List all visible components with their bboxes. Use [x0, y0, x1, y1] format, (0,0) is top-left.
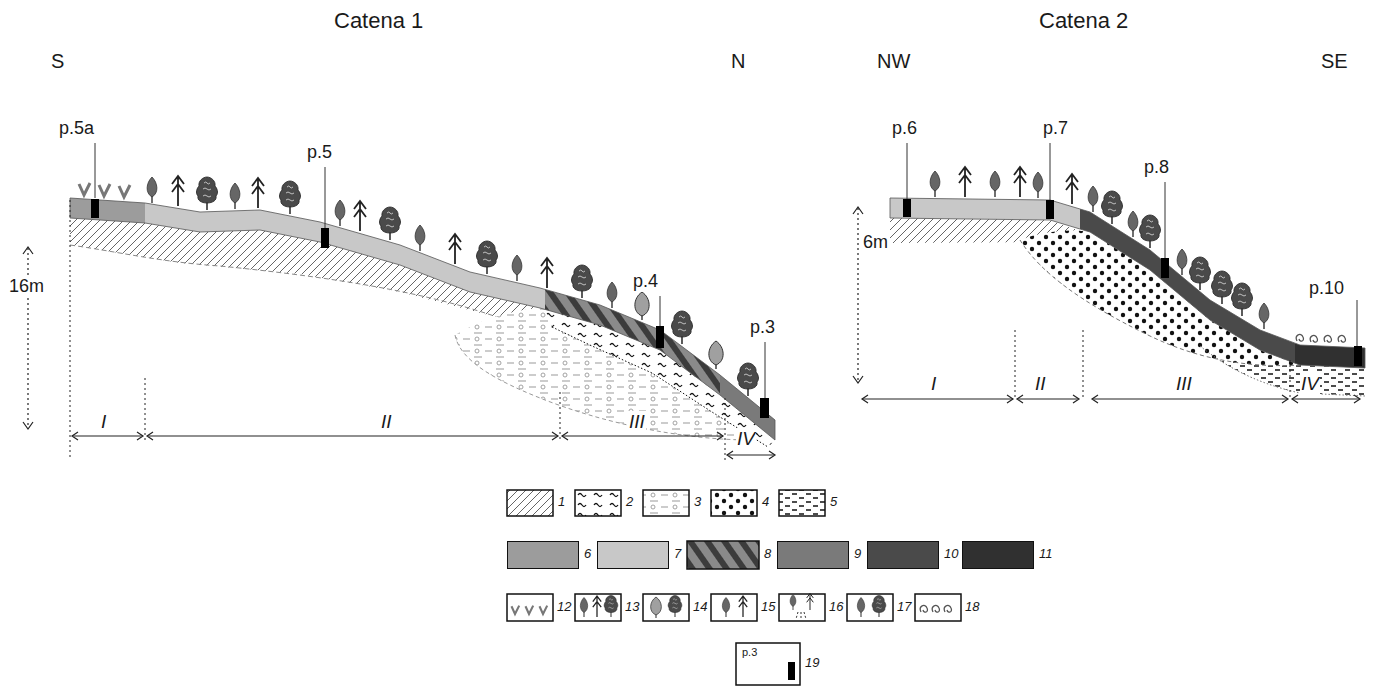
scale-label: 16m [8, 276, 45, 297]
zone-number: IV [1300, 373, 1320, 395]
legend-number: 12 [557, 600, 571, 615]
legend-number: 9 [854, 547, 861, 562]
pit-label: p.3 [749, 317, 776, 338]
scale-label: 6m [862, 232, 889, 253]
legend-number: 10 [944, 547, 958, 562]
dimension-arrows [23, 200, 1360, 462]
legend-number: 11 [1039, 547, 1053, 562]
zone-number: I [100, 411, 107, 433]
direction-label: SE [1320, 50, 1349, 73]
legend-sample-label: p.3 [741, 646, 758, 659]
legend-number: 18 [965, 600, 979, 615]
legend-number: 14 [693, 600, 707, 615]
zone-number: II [1034, 373, 1047, 395]
pit-label: p.5 [306, 142, 333, 163]
catena-title: Catena 1 [333, 8, 424, 33]
catena1-soil-band [70, 198, 775, 440]
legend-number: 2 [626, 495, 633, 510]
legend-number: 13 [625, 600, 639, 615]
legend-number: 1 [558, 495, 565, 510]
vegetation [79, 167, 1345, 396]
pit-label: p.7 [1042, 118, 1069, 139]
catena-title: Catena 2 [1038, 8, 1129, 33]
legend-number: 6 [584, 547, 591, 562]
legend-number: 19 [805, 656, 819, 671]
legend-swatch [597, 541, 669, 569]
zone-number: II [380, 411, 393, 433]
legend-number: 4 [762, 495, 769, 510]
legend-swatch [777, 541, 849, 569]
legend-swatch [962, 541, 1034, 569]
catena2-soil-band [890, 198, 1365, 368]
pit-label: p.4 [632, 271, 659, 292]
legend-symbols [512, 594, 952, 681]
legend-swatches [507, 490, 961, 685]
legend-number: 16 [829, 600, 843, 615]
zone-number: I [930, 373, 937, 395]
zone-number: III [628, 411, 646, 433]
pit-label: p.10 [1308, 278, 1345, 299]
legend-number: 5 [830, 495, 837, 510]
direction-label: N [730, 50, 746, 73]
pit-label: p.5a [58, 118, 95, 139]
legend-number: 17 [897, 600, 911, 615]
legend-number: 8 [764, 547, 771, 562]
zone-number: IV [736, 428, 756, 450]
pit-label: p.8 [1143, 157, 1170, 178]
pit-label: p.6 [891, 118, 918, 139]
legend-number: 15 [761, 600, 775, 615]
legend-swatch [867, 541, 939, 569]
catena1-layers [70, 218, 775, 447]
legend-swatch [507, 541, 579, 569]
legend-number: 3 [694, 495, 701, 510]
direction-label: NW [876, 50, 911, 73]
direction-label: S [50, 50, 65, 73]
legend-number: 7 [674, 547, 681, 562]
soil-pits [91, 143, 1362, 418]
zone-number: III [1175, 373, 1193, 395]
